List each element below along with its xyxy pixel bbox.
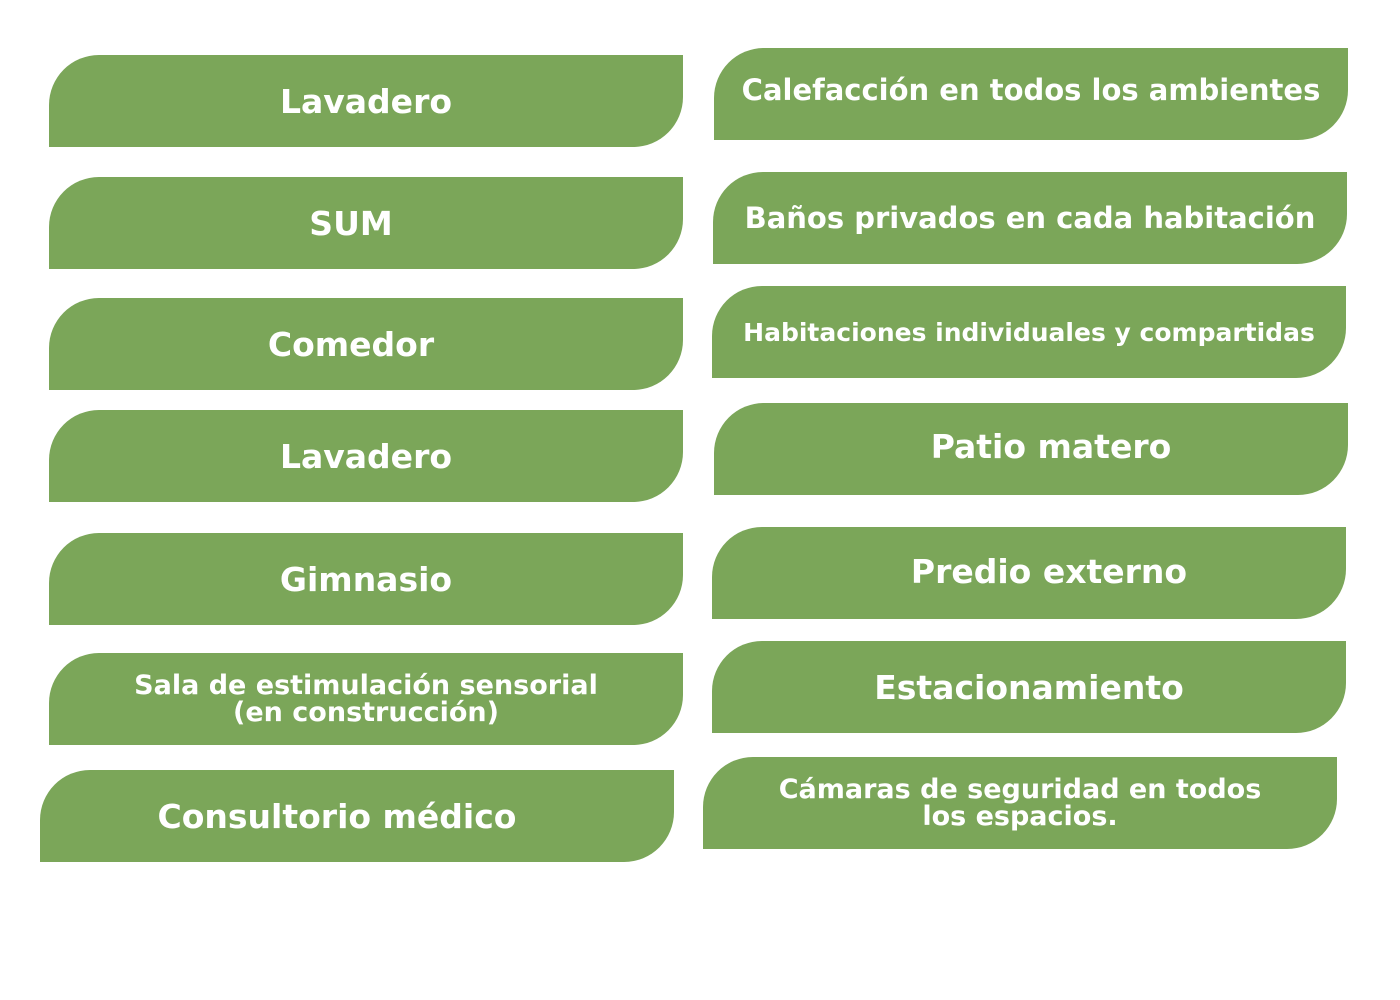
amenity-lavadero-2: Lavadero (49, 410, 683, 502)
amenity-camaras-seguridad: Cámaras de seguridad en todos los espaci… (703, 757, 1337, 849)
amenity-lavadero: Lavadero (49, 55, 683, 147)
amenity-label: Gimnasio (279, 559, 453, 599)
amenity-label-line-2: (en construcción) (233, 697, 499, 728)
amenity-label: Predio externo (910, 551, 1188, 591)
amenity-patio-matero: Patio matero (714, 403, 1348, 495)
amenity-label: SUM (309, 203, 393, 243)
amenity-label: Estacionamiento (874, 667, 1184, 707)
amenity-estacionamiento: Estacionamiento (712, 641, 1346, 733)
amenity-label: Lavadero (279, 436, 453, 476)
amenity-label: Cámaras de seguridad en todos los espaci… (779, 776, 1262, 830)
amenity-consultorio: Consultorio médico (40, 770, 674, 862)
amenity-label-line-1: Sala de estimulación sensorial (134, 670, 598, 701)
amenity-label: Baños privados en cada habitación (744, 200, 1316, 235)
amenity-label: Calefacción en todos los ambientes (741, 72, 1321, 107)
amenity-calefaccion: Calefacción en todos los ambientes (714, 48, 1348, 140)
amenity-label: Lavadero (279, 81, 453, 121)
amenity-gimnasio: Gimnasio (49, 533, 683, 625)
amenity-label: Comedor (267, 324, 435, 364)
amenity-sum: SUM (49, 177, 683, 269)
amenity-label: Sala de estimulación sensorial (en const… (134, 672, 598, 726)
amenity-comedor: Comedor (49, 298, 683, 390)
amenity-label: Patio matero (930, 426, 1172, 466)
amenity-label-line-1: Cámaras de seguridad en todos (778, 774, 1262, 805)
amenity-label: Consultorio médico (157, 796, 517, 836)
amenity-habitaciones: Habitaciones individuales y compartidas (712, 286, 1346, 378)
amenity-predio-externo: Predio externo (712, 527, 1346, 619)
amenity-sala-estimulacion: Sala de estimulación sensorial (en const… (49, 653, 683, 745)
amenity-label: Habitaciones individuales y compartidas (743, 317, 1315, 347)
amenity-banos-privados: Baños privados en cada habitación (713, 172, 1347, 264)
amenity-label-line-2: los espacios. (922, 801, 1118, 832)
